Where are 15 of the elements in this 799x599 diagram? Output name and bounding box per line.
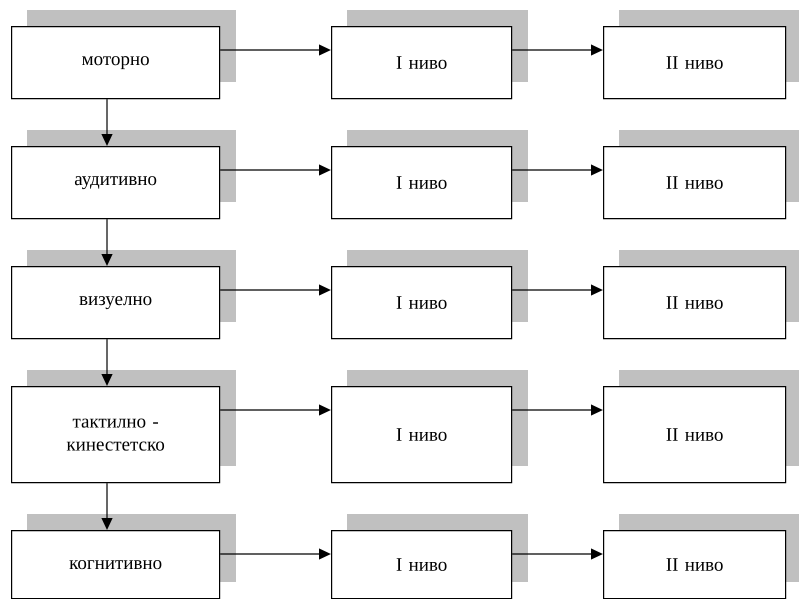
process-box: визуелно [11, 250, 236, 340]
process-box: I ниво [331, 130, 528, 220]
process-box: I ниво [331, 514, 528, 599]
process-box: аудитивно [11, 130, 236, 220]
process-box: II ниво [603, 514, 799, 599]
process-box: II ниво [603, 130, 799, 220]
process-box: I ниво [331, 250, 528, 340]
process-box: моторно [11, 10, 236, 100]
process-box: II ниво [603, 10, 799, 100]
process-box: тактилно - кинестетско [11, 370, 236, 484]
process-box: II ниво [603, 250, 799, 340]
process-box: когнитивно [11, 514, 236, 599]
process-box: I ниво [331, 10, 528, 100]
process-box: I ниво [331, 370, 528, 484]
process-box: II ниво [603, 370, 799, 484]
